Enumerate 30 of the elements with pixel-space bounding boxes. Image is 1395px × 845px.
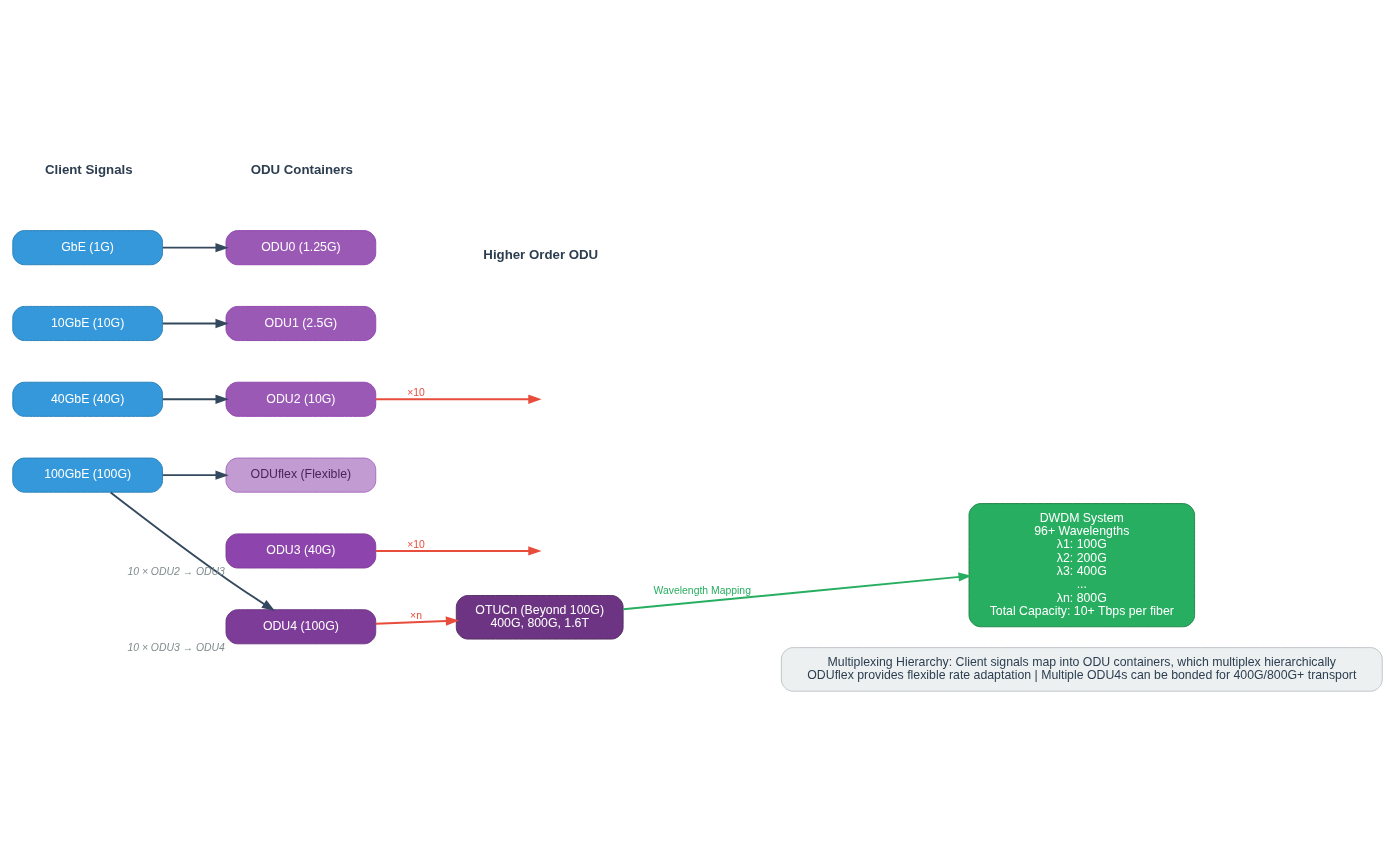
edge-label: ×10 bbox=[407, 386, 425, 398]
node-box: ODU2 (10G) bbox=[225, 381, 377, 417]
edge-label: Wavelength Mapping bbox=[653, 584, 751, 596]
node-label: 10 × ODU3 → ODU4 bbox=[127, 641, 225, 653]
arrow bbox=[109, 490, 275, 611]
node-box: ODU4 (100G) bbox=[225, 608, 377, 644]
node-box: ODU0 (1.25G) bbox=[225, 229, 377, 265]
node-box: ODU1 (2.5G) bbox=[225, 305, 377, 341]
arrow bbox=[374, 394, 542, 404]
node-box: 100GbE (100G) bbox=[12, 457, 163, 493]
arrow bbox=[622, 571, 972, 610]
node-box: 40GbE (40G) bbox=[12, 381, 163, 417]
arrow bbox=[374, 615, 460, 626]
edge-label: ×n bbox=[410, 609, 422, 621]
node-box: GbE (1G) bbox=[12, 229, 163, 265]
node-box: 10GbE (10G) bbox=[12, 305, 163, 341]
label: ODU Containers bbox=[250, 161, 353, 177]
node-box: Multiplexing Hierarchy: Client signals map into ODU containers, which multiplex hierarchically ODUflex provides flexible rate adaptation | Multiple ODU4s can be bonded for 400G/800G+ transport bbox=[780, 646, 1383, 692]
label: Higher Order ODU bbox=[483, 246, 599, 262]
node-box: DWDM System 96+ Wavelengths λ1: 100G λ2: 200G λ3: 400G ... λn: 800G Total Capacity: 10+ Tbps per fiber bbox=[968, 502, 1196, 627]
arrow bbox=[161, 318, 229, 328]
arrow bbox=[374, 545, 542, 556]
arrow bbox=[161, 469, 229, 480]
arrow bbox=[161, 242, 229, 252]
label: Client Signals bbox=[44, 161, 133, 177]
arrow bbox=[161, 394, 229, 404]
node-box: OTUCn (Beyond 100G) 400G, 800G, 1.6T bbox=[455, 594, 624, 640]
node-box: ODUflex (Flexible) bbox=[225, 457, 377, 493]
node-box: ODU3 (40G) bbox=[225, 532, 377, 568]
edge-label: ×10 bbox=[407, 538, 425, 550]
